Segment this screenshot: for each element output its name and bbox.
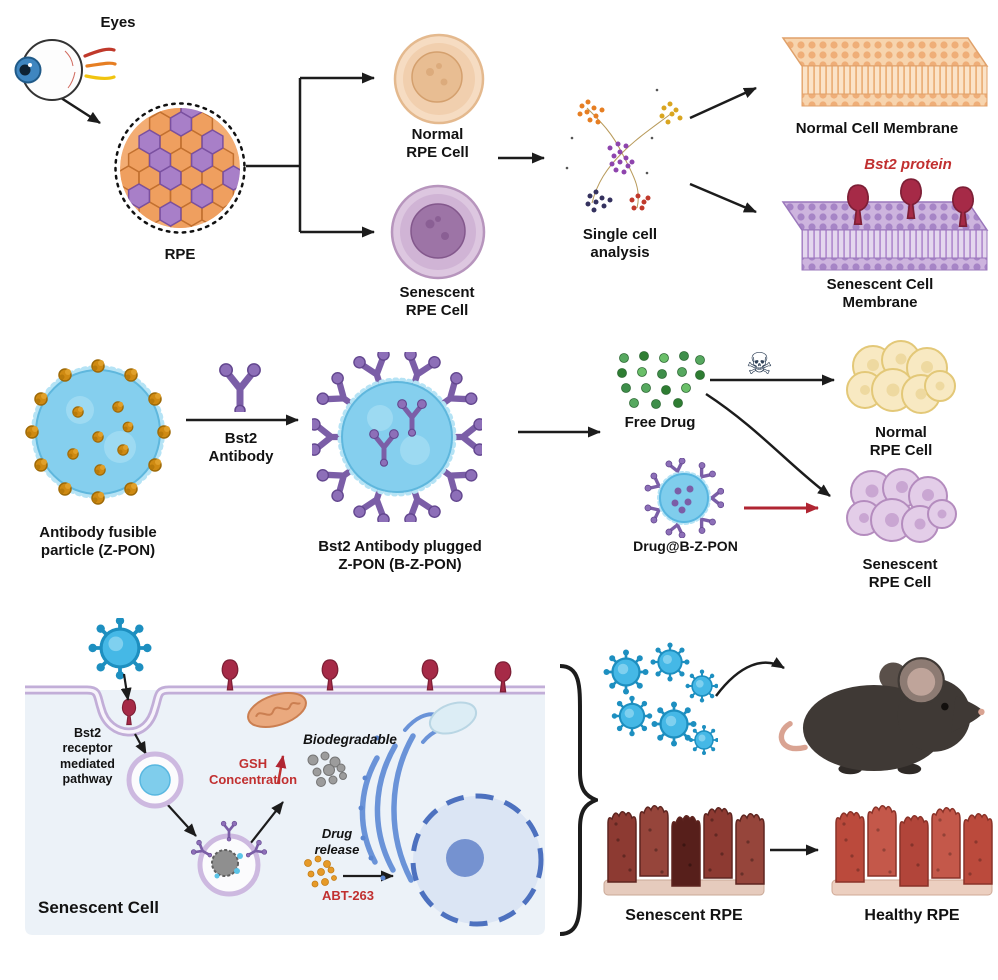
- drug-bzpon-label: Drug@B-Z-PON: [633, 538, 738, 554]
- receptor-pathway-label: Bst2 receptor mediated pathway: [60, 726, 115, 786]
- mouse-illustration: [775, 648, 990, 778]
- senescent-rpe-tissue-illustration: [600, 790, 768, 904]
- eyes-label: Eyes: [100, 14, 136, 31]
- senescent-rpe-cluster-label: Senescent RPE Cell: [862, 556, 938, 592]
- bzpon-particles-illustration: [598, 642, 718, 757]
- senescent-rpe-label: Senescent RPE: [625, 907, 743, 924]
- single-cell-analysis-plot: [552, 78, 687, 223]
- skull-icon: ☠: [746, 347, 773, 382]
- bst2-antibody-label: Bst2 Antibody: [208, 430, 274, 466]
- biodegradable-label: Biodegradable: [303, 732, 397, 747]
- normal-cell-membrane-illustration: [763, 30, 991, 110]
- abt-263-label: ABT-263: [321, 888, 375, 903]
- single-cell-analysis-label: Single cell analysis: [582, 226, 658, 262]
- senescent-cell-label: Senescent Cell: [38, 898, 159, 917]
- healthy-rpe-tissue-illustration: [828, 790, 996, 904]
- drug-bzpon-illustration: [644, 458, 724, 538]
- eye-illustration: [10, 26, 118, 108]
- curly-brace: [550, 660, 598, 940]
- normal-rpe-cluster-label: Normal RPE Cell: [869, 424, 933, 460]
- bst2-protein-label: Bst2 protein: [864, 156, 952, 173]
- bzpon-particle-illustration: [312, 352, 482, 522]
- senescent-rpe-cell-illustration: [388, 182, 488, 282]
- free-drug-illustration: [612, 348, 707, 410]
- bst2-antibody-icon: [210, 358, 270, 412]
- rpe-label: RPE: [164, 246, 196, 263]
- drug-release-label: Drug release: [314, 826, 360, 857]
- normal-rpe-cell-illustration: [392, 32, 487, 127]
- senescent-rpe-cluster-illustration: [840, 466, 960, 554]
- bzpon-label: Bst2 Antibody plugged Z-PON (B-Z-PON): [318, 538, 482, 574]
- senescent-rpe-cell-label: Senescent RPE Cell: [399, 284, 475, 320]
- free-drug-label: Free Drug: [624, 414, 696, 431]
- normal-cell-membrane-label: Normal Cell Membrane: [795, 120, 959, 137]
- zpon-label: Antibody fusible particle (Z-PON): [39, 524, 157, 560]
- senescent-cell-membrane-label: Senescent Cell Membrane: [826, 276, 934, 312]
- zpon-particle-illustration: [18, 352, 178, 512]
- senescent-cell-membrane-illustration: [763, 172, 991, 274]
- gsh-concentration-label: GSH Concentration: [208, 756, 298, 787]
- rpe-illustration: [112, 100, 248, 236]
- normal-rpe-cell-label: Normal RPE Cell: [406, 126, 469, 162]
- normal-rpe-cluster-illustration: [843, 338, 958, 423]
- senescent-cell-panel: [25, 618, 545, 935]
- healthy-rpe-label: Healthy RPE: [864, 907, 960, 924]
